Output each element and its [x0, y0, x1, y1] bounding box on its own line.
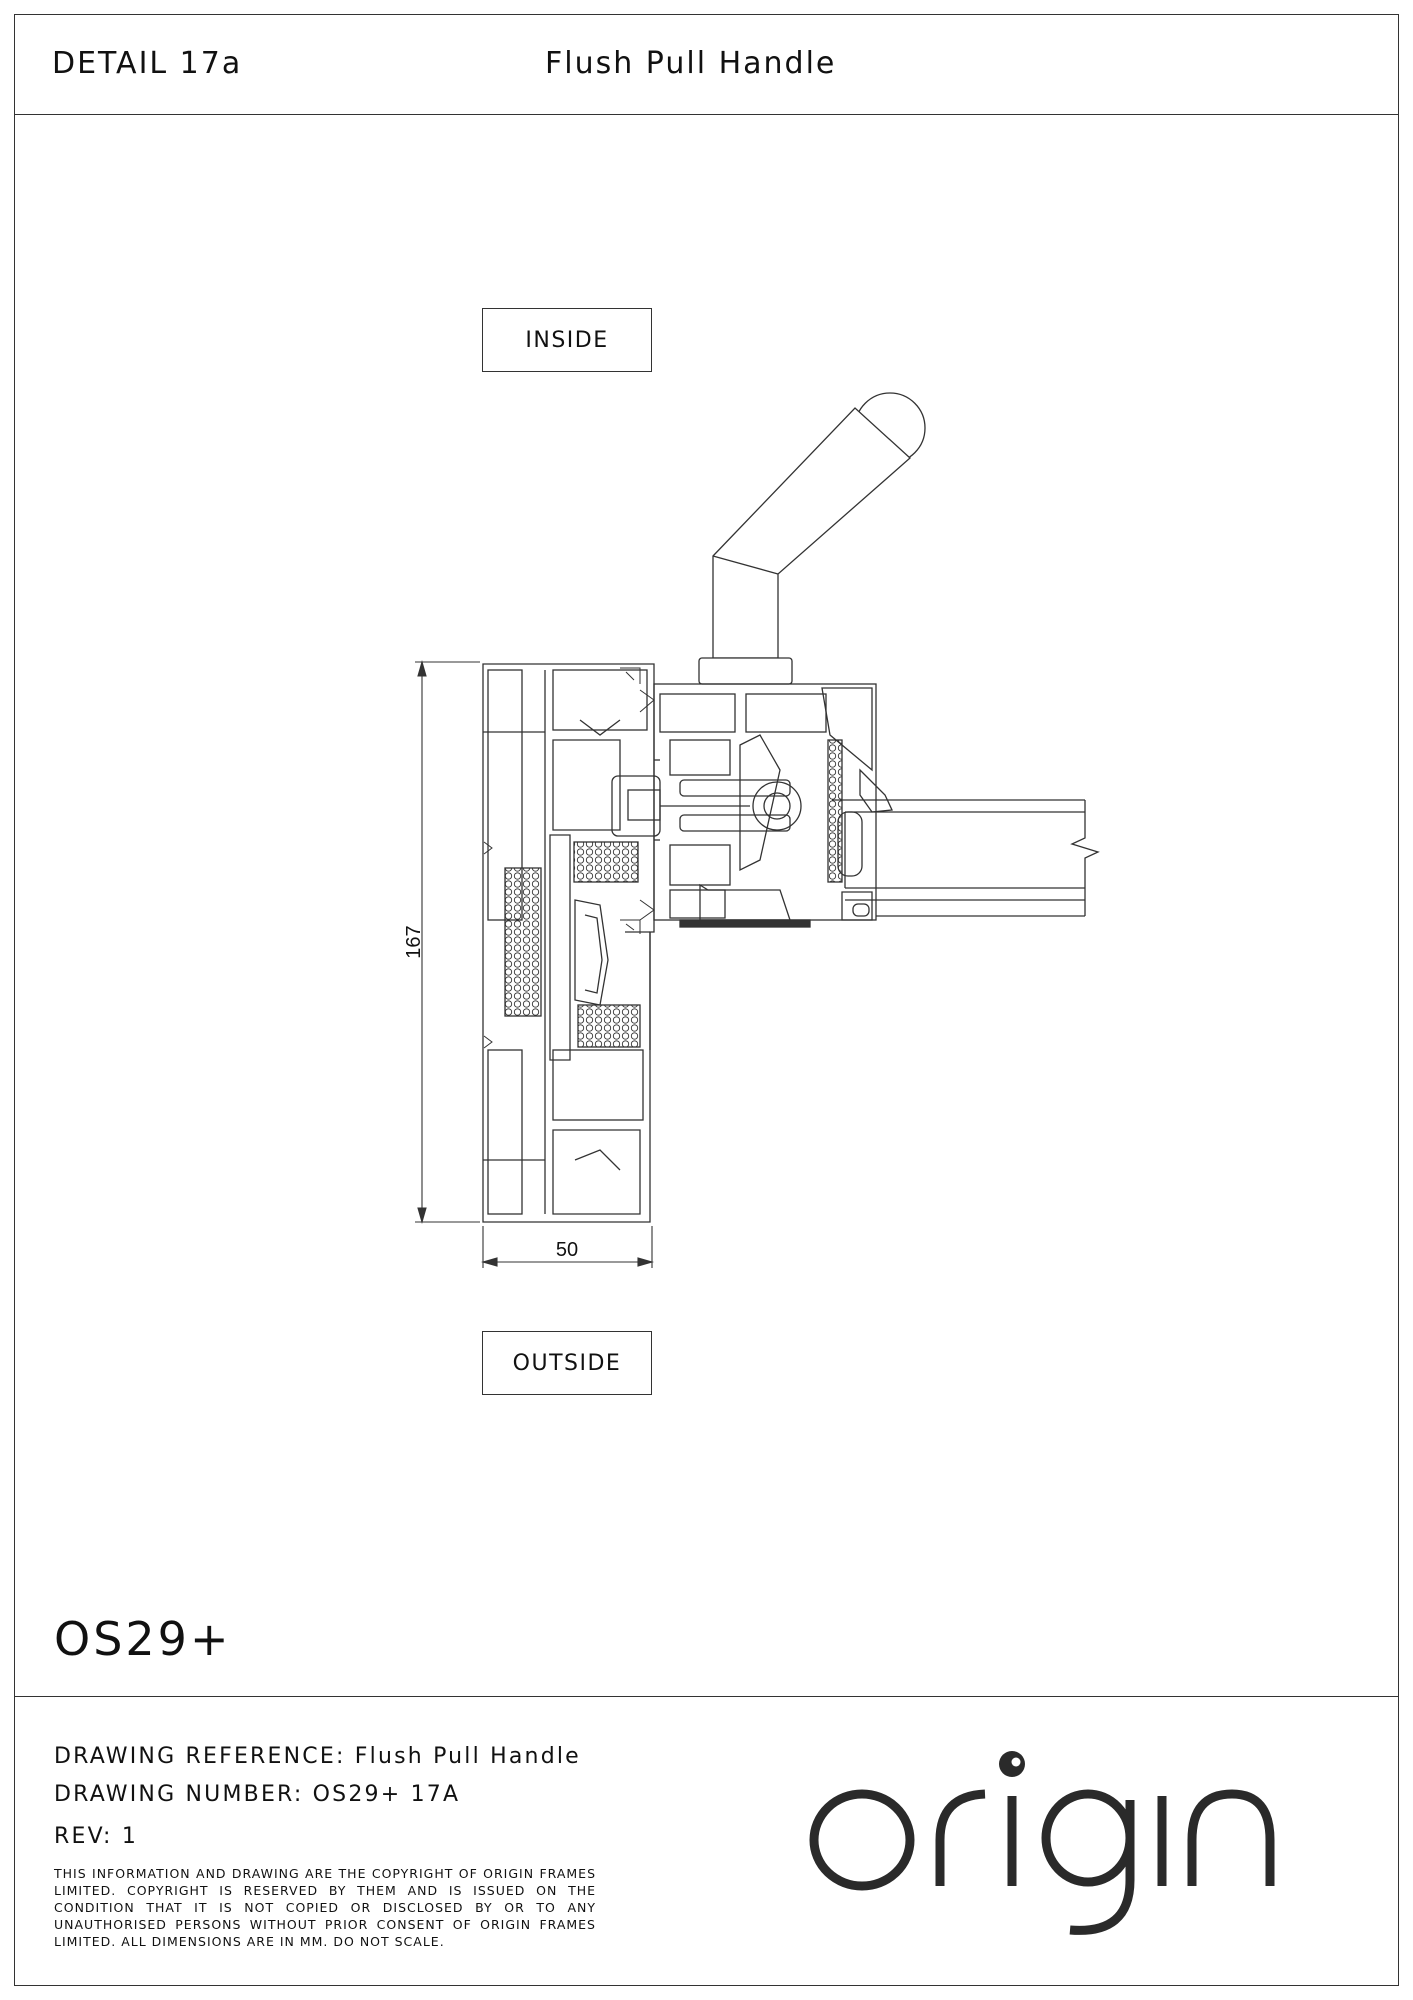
outside-label-text: OUTSIDE: [512, 1350, 622, 1376]
glazing-unit: [832, 799, 1100, 917]
header-divider: [14, 114, 1399, 115]
seals: [483, 667, 655, 1049]
dim-height-text: 167: [403, 925, 425, 958]
model-name: OS29+: [54, 1612, 232, 1666]
title-block-divider: [14, 1696, 1399, 1697]
thermal-break-upper: [573, 841, 639, 883]
revision: REV: 1: [54, 1824, 139, 1849]
dimension-height: [415, 659, 480, 1225]
copyright-notice: THIS INFORMATION AND DRAWING ARE THE COP…: [54, 1866, 596, 1949]
dim-width-text: 50: [556, 1239, 578, 1261]
drawing-number: DRAWING NUMBER: OS29+ 17A: [54, 1782, 461, 1807]
handle-lever: [698, 392, 926, 685]
dimension-width: [480, 1226, 655, 1268]
detail-number: DETAIL 17a: [52, 46, 243, 81]
drawing-title: Flush Pull Handle: [545, 46, 837, 81]
thermal-break-left: [504, 867, 542, 1017]
inside-label: INSIDE: [482, 308, 652, 372]
outside-label: OUTSIDE: [482, 1331, 652, 1395]
inside-label-text: INSIDE: [525, 327, 609, 353]
drawing-border: [14, 14, 1399, 1986]
cam-mechanism: [611, 775, 802, 837]
thermal-break-sash: [827, 739, 843, 883]
thermal-break-lower: [577, 1004, 641, 1048]
origin-logo: [809, 1751, 1275, 1935]
drawing-reference: DRAWING REFERENCE: Flush Pull Handle: [54, 1744, 581, 1769]
inner-frame-detail: [549, 834, 651, 1061]
